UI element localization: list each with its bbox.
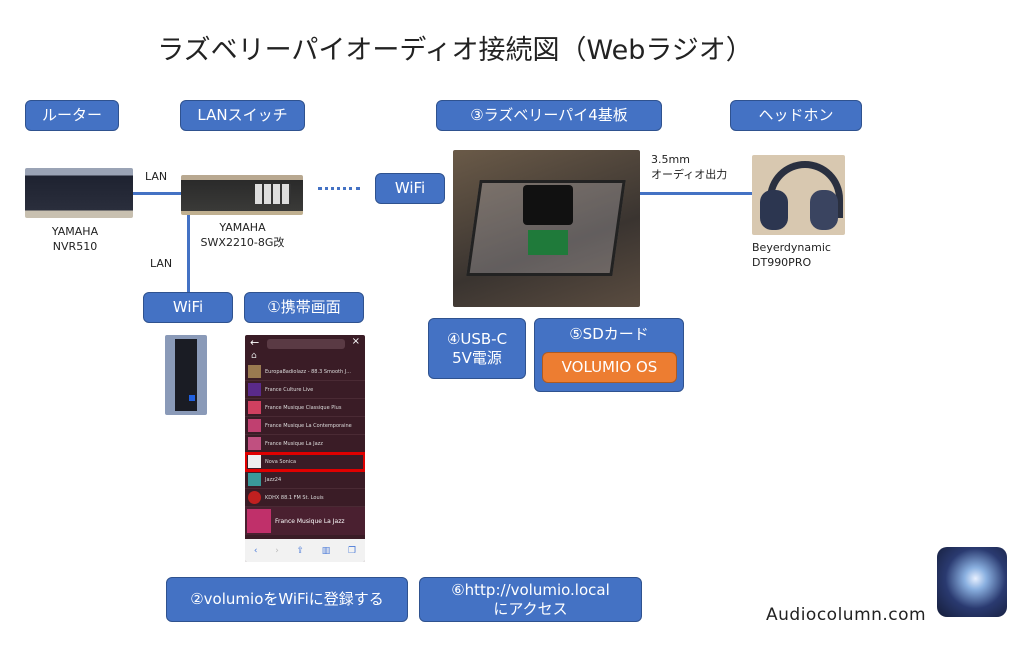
site-avatar — [937, 547, 1007, 617]
back-arrow-icon: ← — [250, 336, 260, 349]
station-row[interactable]: France Musique La Contemporaine — [245, 417, 365, 435]
search-field — [267, 339, 345, 349]
title: ラズベリーパイオーディオ接続図（Webラジオ） — [157, 35, 753, 66]
switch-header: LANスイッチ — [180, 100, 305, 131]
router-photo — [25, 168, 133, 218]
site-name: Audiocolumn.com — [766, 605, 927, 625]
home-icon: ⌂ — [251, 351, 257, 361]
bookmarks-icon[interactable]: ▥ — [321, 545, 331, 556]
lan-line-router-switch — [133, 192, 181, 195]
audio-cable-line — [640, 192, 752, 195]
wifi-ap-box: WiFi — [143, 292, 233, 323]
lan-label-side: LAN — [150, 257, 173, 270]
phone-screen-box: ①携帯画面 — [244, 292, 364, 323]
station-row[interactable]: KDHX 88.1 FM St. Louis — [245, 489, 365, 507]
pi-header: ③ラズベリーパイ4基板 — [436, 100, 662, 131]
station-row[interactable]: France Musique La Jazz — [245, 435, 365, 453]
switch-photo — [181, 175, 303, 215]
headphones-header: ヘッドホン — [730, 100, 862, 131]
station-row-highlighted[interactable]: Nova Sonica — [245, 452, 365, 472]
station-row[interactable]: France Musique Classique Plus — [245, 399, 365, 417]
now-playing-bar[interactable]: France Musique La Jazz — [245, 507, 365, 535]
close-icon: × — [351, 336, 360, 347]
raspberry-pi-photo — [453, 150, 640, 307]
router-header: ルーター — [25, 100, 119, 131]
back-icon[interactable]: ‹ — [253, 545, 258, 556]
tabs-icon[interactable]: ❐ — [348, 545, 357, 556]
station-row[interactable]: Europa8adiolazz - 88.3 Smooth J... — [245, 363, 365, 381]
station-row[interactable]: Jazz24 — [245, 471, 365, 489]
wifi-pi-box: WiFi — [375, 173, 445, 204]
lan-line-switch-ap — [187, 215, 190, 293]
browser-toolbar: ‹ › ⇪ ▥ ❐ — [245, 539, 365, 562]
phone-screenshot: ← × ⌂ Europa8adiolazz - 88.3 Smooth J...… — [245, 335, 365, 562]
register-wifi-box: ②volumioをWiFiに登録する — [166, 577, 408, 622]
share-icon[interactable]: ⇪ — [296, 545, 305, 556]
volumio-os-box: VOLUMIO OS — [542, 352, 677, 383]
station-row[interactable]: France Culture Live — [245, 381, 365, 399]
wifi-ap-photo — [165, 335, 207, 415]
wifi-dotted-link — [318, 187, 360, 190]
lan-label-top: LAN — [145, 170, 168, 183]
headphones-photo — [752, 155, 845, 235]
forward-icon[interactable]: › — [275, 545, 279, 556]
